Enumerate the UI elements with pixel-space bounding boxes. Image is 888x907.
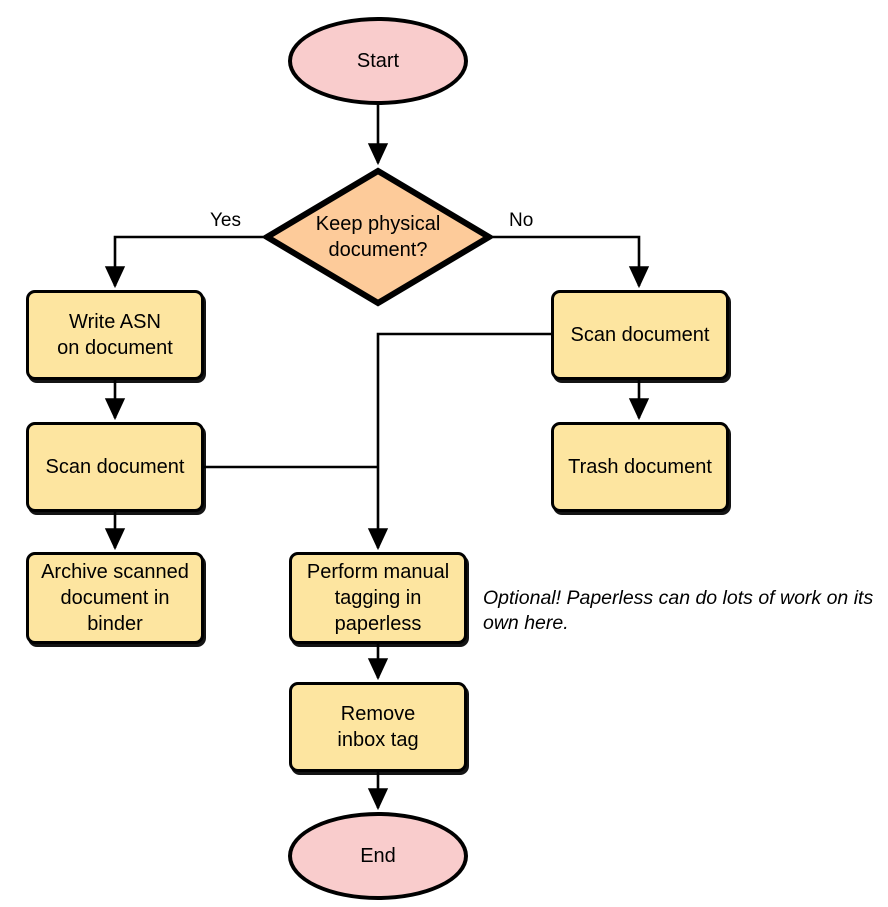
edge-label-no: No bbox=[509, 210, 534, 231]
node-trash-document[interactable]: Trash document bbox=[551, 422, 729, 512]
node-start-label: Start bbox=[356, 50, 400, 72]
note-optional-paperless: Optional! Paperless can do lots of work … bbox=[483, 587, 874, 634]
node-scan-document-right-label: Scan document bbox=[570, 324, 710, 346]
diamond-shape bbox=[263, 167, 493, 307]
edge-scan_right-to-tagging bbox=[367, 332, 551, 551]
edge-decision-to-write_asn bbox=[104, 235, 263, 289]
node-end[interactable]: End bbox=[288, 812, 468, 900]
node-tagging-label: Perform manual tagging in paperless bbox=[306, 561, 450, 635]
node-scan-document-left-label: Scan document bbox=[45, 456, 185, 478]
node-scan-document-right[interactable]: Scan document bbox=[551, 290, 729, 380]
node-remove-inbox-tag[interactable]: Remove inbox tag bbox=[289, 682, 467, 772]
edge-label-yes: Yes bbox=[210, 210, 241, 231]
node-scan-document-left[interactable]: Scan document bbox=[26, 422, 204, 512]
edge-decision-to-scan_right bbox=[493, 235, 650, 289]
node-decision-label: Keep physical document? bbox=[315, 213, 441, 261]
node-archive-scanned-document[interactable]: Archive scanned document in binder bbox=[26, 552, 204, 644]
node-perform-manual-tagging[interactable]: Perform manual tagging in paperless bbox=[289, 552, 467, 644]
node-write-asn-on-document[interactable]: Write ASN on document bbox=[26, 290, 204, 380]
node-trash-document-label: Trash document bbox=[568, 456, 712, 478]
node-start[interactable]: Start bbox=[288, 17, 468, 105]
node-remove-inbox-tag-label: Remove inbox tag bbox=[337, 703, 419, 751]
node-archive-label: Archive scanned document in binder bbox=[41, 561, 189, 635]
node-end-label: End bbox=[360, 845, 396, 867]
node-write-asn-label: Write ASN on document bbox=[57, 311, 173, 359]
node-decision-keep-physical-document[interactable]: Keep physical document? bbox=[263, 167, 493, 307]
